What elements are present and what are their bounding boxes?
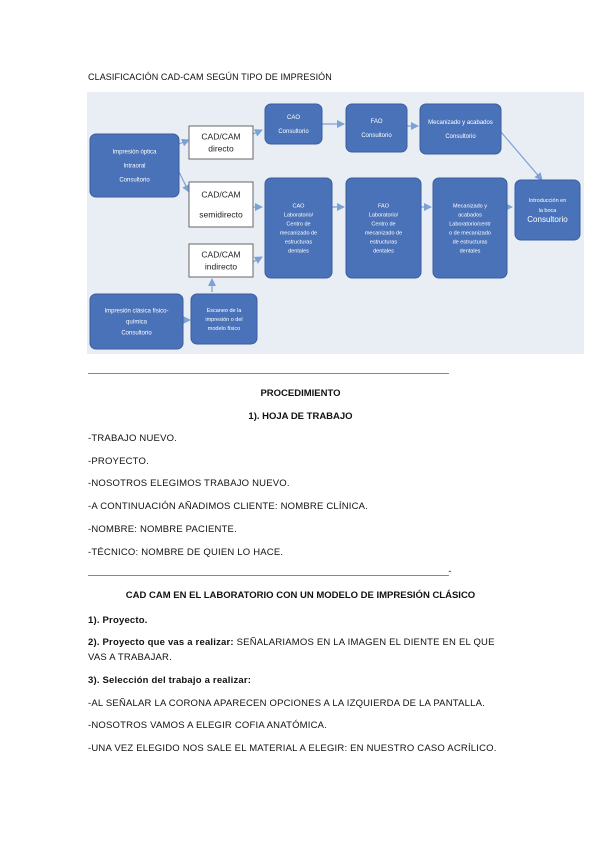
arrow-optica-semidirecto: [178, 171, 190, 193]
step-1: 1). Proyecto.: [88, 615, 148, 626]
fao-laboratorio-box-text: estructuras: [370, 239, 397, 245]
cao-laboratorio-box-text: dentales: [288, 248, 309, 254]
fao-laboratorio-box-text: Centro de: [371, 221, 395, 227]
cadcam-indirecto-box-text: CAD/CAM: [201, 249, 240, 259]
impresion-optica-box-text: Consultorio: [119, 178, 150, 184]
cadcam-directo-box-text: directo: [208, 143, 234, 153]
page-title: CLASIFICACIÓN CAD-CAM SEGÚN TIPO DE IMPR…: [88, 72, 332, 82]
mecanizado-laboratorio-box-text: de estructuras: [453, 239, 488, 245]
hoja-item: -NOMBRE: NOMBRE PACIENTE.: [88, 524, 237, 535]
mecanizado-laboratorio-box-text: acabados: [458, 212, 482, 218]
impresion-clasica-box-text: química: [126, 320, 148, 326]
cao-laboratorio-box-text: CAO: [293, 203, 306, 209]
hoja-item: -PROYECTO.: [88, 456, 149, 467]
impresion-optica-box-text: Intraoral: [123, 164, 145, 170]
escaneo-box-text: impresión o del: [205, 317, 242, 323]
arrow-indirecto-cao: [252, 256, 263, 264]
impresion-clasica-box-text: Impresión clásica físico-: [104, 309, 168, 315]
step-3-item: -AL SEÑALAR LA CORONA APARECEN OPCIONES …: [88, 698, 485, 709]
step-3-item: -UNA VEZ ELEGIDO NOS SALE EL MATERIAL A …: [88, 743, 497, 754]
step-2: 2). Proyecto que vas a realizar: SEÑALAR…: [88, 635, 513, 665]
escaneo-box: Escaneo de la impresión o del modelo físic…: [190, 293, 258, 345]
cao-consultorio-box-text: CAO: [287, 115, 300, 121]
arrow-directo-cao: [252, 129, 263, 137]
mecanizado-laboratorio-box-text: o de mecanizado: [449, 230, 491, 236]
fao-laboratorio-box-text: Laboratorio/: [369, 212, 399, 218]
cadcam-directo-box: CAD/CAM directo: [188, 125, 254, 160]
step-3-item: -NOSOTROS VAMOS A ELEGIR COFIA ANATÓMICA…: [88, 720, 328, 731]
separator-line: ________________________________________…: [88, 566, 451, 576]
hoja-item: -TÉCNICO: NOMBRE DE QUIEN LO HACE.: [88, 547, 284, 558]
cao-laboratorio-box: CAO Laboratorio/Centro de mecanizado de est…: [264, 177, 333, 279]
mecanizado-laboratorio-box-text: Mecanizado y: [453, 203, 487, 209]
introduccion-boca-box-text: la boca: [539, 208, 558, 214]
hoja-item: -A CONTINUACIÓN AÑADIMOS CLIENTE: NOMBRE…: [88, 501, 369, 512]
mecanizado-laboratorio-box-text: dentales: [460, 248, 481, 254]
mecanizado-consultorio-box-text: Consultorio: [445, 134, 476, 140]
cadcam-semidirecto-box-text: CAD/CAM: [201, 189, 240, 199]
mecanizado-consultorio-box-text: Mecanizado y acabados: [428, 120, 493, 126]
cadcam-semidirecto-box-text: semidirecto: [199, 209, 243, 219]
step-2-label: 2). Proyecto que vas a realizar:: [88, 637, 234, 648]
procedimiento-heading: PROCEDIMIENTO: [260, 388, 341, 399]
impresion-optica-box-text: Impresión óptica: [112, 150, 157, 156]
cadcam-indirecto-box: CAD/CAM indirecto: [188, 243, 254, 278]
arrow-optica-directo: [178, 138, 190, 147]
introduccion-boca-box-text: Consultorio: [527, 215, 568, 224]
fao-consultorio-box: FAO Consultorio: [345, 103, 408, 153]
cao-consultorio-box: CAO Consultorio: [264, 103, 323, 145]
step-2-text: SEÑALARIAMOS EN LA IMAGEN EL DIENTE EN E…: [88, 637, 495, 663]
introduccion-boca-box-text: Introducción en: [529, 198, 567, 204]
section-title: CAD CAM EN EL LABORATORIO CON UN MODELO …: [125, 590, 476, 601]
impresion-clasica-box-text: Consultorio: [121, 331, 152, 337]
impresion-clasica-box: Impresión clásica físico-químicaConsulto…: [89, 293, 184, 350]
cadcam-indirecto-box-text: indirecto: [205, 261, 237, 271]
escaneo-box-text: modelo físico: [208, 326, 240, 332]
hoja-item: -TRABAJO NUEVO.: [88, 433, 178, 444]
fao-laboratorio-box-text: mecanizado de: [365, 230, 402, 236]
arrow-mec-intro: [500, 131, 543, 181]
cao-laboratorio-box-text: Centro de: [286, 221, 310, 227]
cao-laboratorio-box-text: Laboratorio/: [284, 212, 314, 218]
mecanizado-laboratorio-box-text: Laboratorio/centr: [449, 221, 491, 227]
escaneo-box-text: Escaneo de la: [207, 308, 243, 314]
cadcam-semidirecto-box: CAD/CAM semidirecto: [188, 181, 254, 228]
fao-laboratorio-box-text: dentales: [373, 248, 394, 254]
cao-consultorio-box-text: Consultorio: [278, 129, 309, 135]
fao-laboratorio-box-text: FAO: [378, 203, 390, 209]
step-3: 3). Selección del trabajo a realizar:: [88, 675, 252, 686]
fao-consultorio-box-text: Consultorio: [361, 133, 392, 139]
separator-line: ________________________________________…: [88, 364, 449, 374]
cao-laboratorio-box-text: mecanizado de: [280, 230, 317, 236]
hoja-item: -NOSOTROS ELEGIMOS TRABAJO NUEVO.: [88, 478, 290, 489]
fao-laboratorio-box: FAO Laboratorio/Centro de mecanizado de est…: [345, 177, 422, 279]
hoja-de-trabajo-heading: 1). HOJA DE TRABAJO: [248, 411, 353, 422]
cao-laboratorio-box-text: estructuras: [285, 239, 312, 245]
fao-consultorio-box-text: FAO: [370, 119, 382, 125]
cadcam-directo-box-text: CAD/CAM: [201, 131, 240, 141]
